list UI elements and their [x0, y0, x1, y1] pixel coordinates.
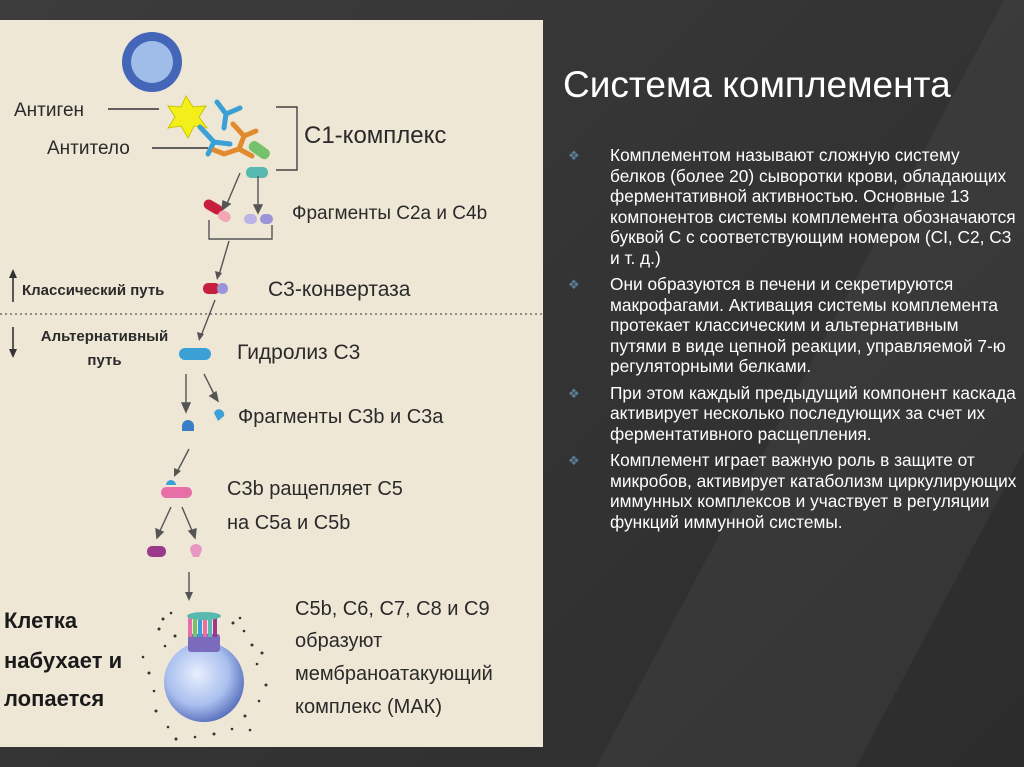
diagram-panel: Антиген Антитело С1-комплекс Фрагменты С… — [0, 20, 543, 747]
cell-contents-dots — [141, 611, 268, 741]
arrow-to-convertase — [218, 240, 230, 276]
mac-line1: С5b, С6, С7, С8 и С9 — [295, 598, 490, 620]
c3b-fragment — [182, 420, 194, 431]
arrows-group-3 — [155, 506, 197, 540]
c1-subunit-teal — [246, 167, 268, 178]
mac-pore-icon — [187, 612, 221, 652]
classic-pathway-label: Классический путь — [22, 282, 165, 299]
c2a-fragment — [203, 199, 223, 215]
fragments-bracket — [208, 220, 273, 240]
c1-bracket — [276, 106, 298, 171]
bullet-item: ❖ Комплементом называют сложную систему … — [566, 145, 1018, 268]
c3-convertase-violet — [217, 283, 228, 294]
bullet-item: ❖ При этом каждый предыдущий компонент к… — [566, 383, 1018, 445]
c3-hydrolysis-label: Гидролиз С3 — [237, 341, 361, 364]
c2-c4-fragments-label: Фрагменты С2а и С4b — [292, 203, 488, 224]
bullet-text: При этом каждый предыдущий компонент кас… — [610, 382, 1016, 444]
c3-fragments-label: Фрагменты С3b и С3а — [238, 406, 444, 428]
antigen-label: Антиген — [14, 100, 85, 121]
c5b-fragment — [190, 544, 202, 557]
alternative-pathway-label: Альтернативный путь — [40, 328, 169, 369]
diamond-bullet-icon: ❖ — [568, 453, 580, 468]
arrow-head — [185, 592, 193, 601]
diamond-bullet-icon: ❖ — [568, 148, 580, 163]
c2b-fragment — [218, 210, 231, 222]
c4b-fragment-right — [260, 214, 273, 224]
cell-bursts-line2: набухает и — [4, 648, 123, 673]
c4b-fragment-left — [244, 214, 257, 224]
c3-molecule — [179, 348, 211, 360]
diamond-bullet-icon: ❖ — [568, 277, 580, 292]
c3-convertase-label: С3-конвертаза — [268, 278, 411, 301]
mac-line4: комплекс (МАК) — [295, 696, 442, 718]
arrow-head — [174, 468, 181, 477]
c1-complex-icon — [211, 121, 259, 159]
c3-convertase-red — [203, 283, 220, 294]
c3a-fragment — [214, 409, 225, 421]
lysing-cell — [164, 642, 244, 722]
mac-line3: мембраноатакующий — [295, 663, 493, 685]
c5-molecule — [161, 487, 192, 498]
bullet-text: Комплемент играет важную роль в защите о… — [610, 450, 1017, 532]
antigen-cell-inner — [131, 41, 173, 83]
antigen-star-icon — [166, 94, 209, 140]
mac-line2: образуют — [295, 630, 383, 652]
arrows-group-1 — [221, 172, 264, 215]
arrow-head — [197, 332, 204, 341]
cell-bursts-line3: лопается — [4, 686, 105, 711]
diamond-bullet-icon: ❖ — [568, 385, 580, 401]
bullet-text: Комплементом называют сложную систему бе… — [610, 145, 1016, 268]
arrows-group-2 — [180, 373, 220, 414]
arrow-up-icon — [9, 269, 17, 278]
arrow-down-icon — [9, 349, 17, 358]
antibody-label: Антитело — [47, 138, 130, 159]
bullet-item: ❖ Комплемент играет важную роль в защите… — [566, 450, 1018, 532]
c5a-fragment — [147, 546, 166, 557]
arrow-to-c5 — [176, 448, 190, 473]
arrow-head — [215, 271, 222, 280]
arrow-to-hydrolysis — [200, 299, 216, 337]
c1-complex-label: С1-комплекс — [304, 122, 447, 149]
cascade-diagram — [0, 32, 543, 741]
bullet-item: ❖ Они образуются в печени и секретируютс… — [566, 274, 1018, 377]
cell-bursts-line1: Клетка — [4, 608, 78, 633]
slide-title: Система комплемента — [563, 64, 951, 105]
bullet-list: ❖ Комплементом называют сложную систему … — [566, 145, 1018, 538]
c1-subunit-green — [248, 140, 270, 160]
bullet-text: Они образуются в печени и секретируются … — [610, 274, 1006, 376]
antibody-icon — [197, 99, 243, 157]
c5-cap — [166, 480, 176, 485]
c5-split-line1: С3b ращепляет С5 — [227, 478, 403, 500]
c5-split-line2: на С5а и С5b — [227, 512, 351, 534]
